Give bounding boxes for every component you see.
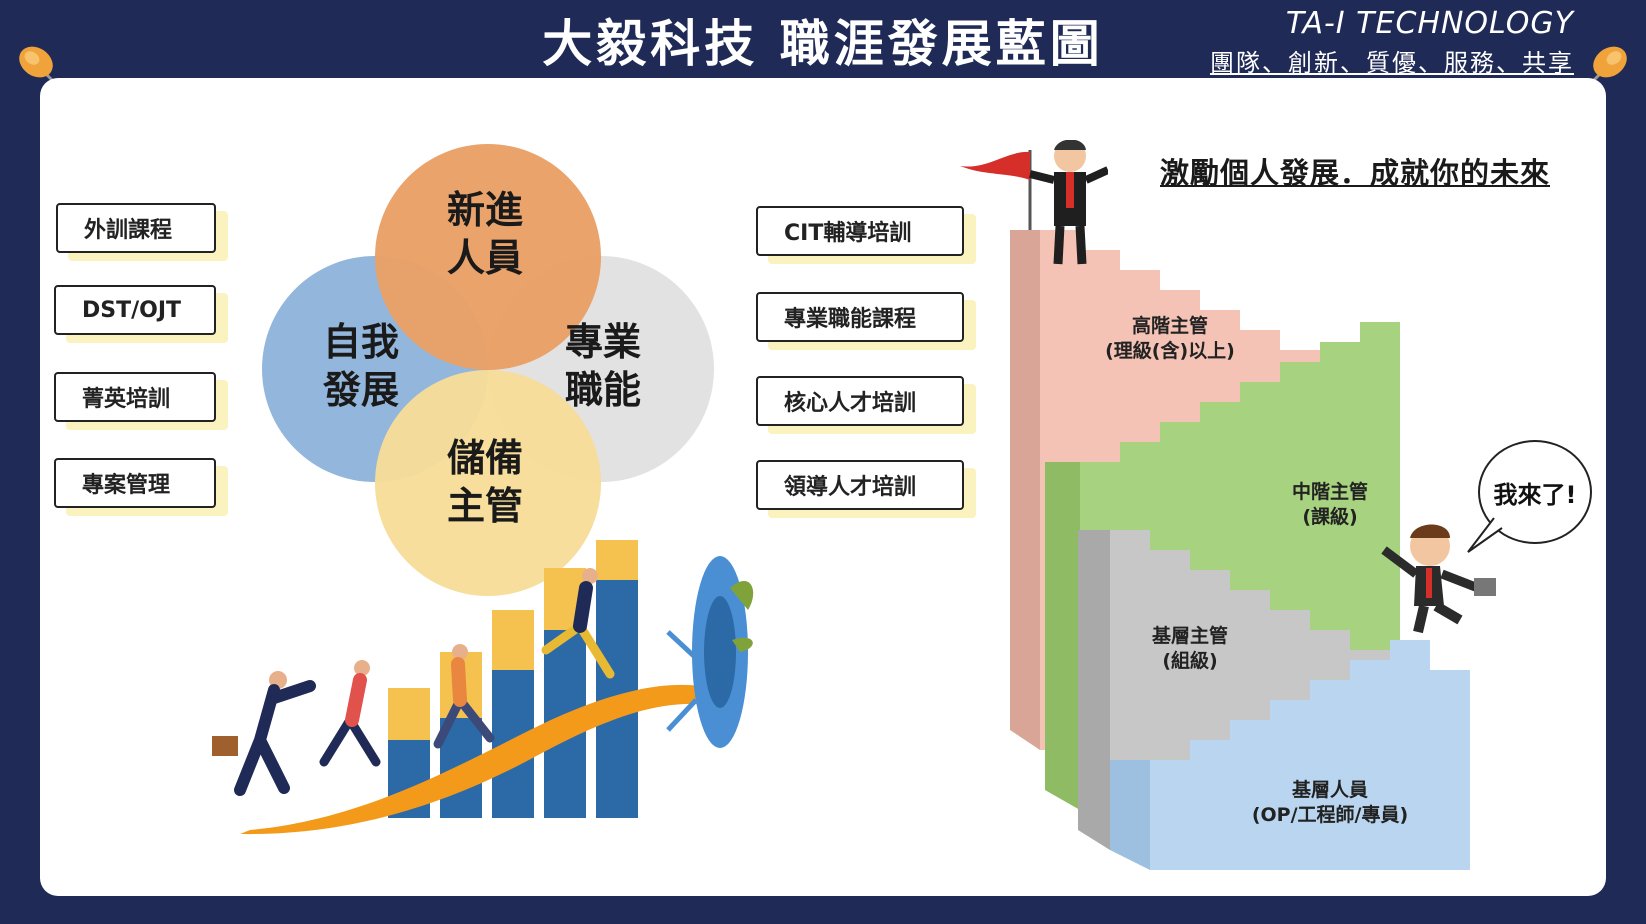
left-button-1[interactable]: DST/OJT <box>54 285 216 335</box>
right-button-1[interactable]: 專業職能課程 <box>756 292 964 342</box>
left-button-2[interactable]: 菁英培訓 <box>54 372 216 422</box>
arrow-icon <box>666 630 698 660</box>
brand-tagline: 團隊、創新、質優、服務、共享 <box>1210 49 1574 77</box>
stair-label-middle-manager: 中階主管 (課級) <box>1291 481 1368 528</box>
career-growth-illustration <box>212 540 754 835</box>
venn-label-right: 專業 職能 <box>564 320 641 412</box>
venn-circle-top <box>375 144 601 370</box>
left-button-0[interactable]: 外訓課程 <box>56 203 216 253</box>
brand: TA-I TECHNOLOGY 團隊、創新、質優、服務、共享 <box>1210 6 1574 78</box>
left-button-3[interactable]: 專案管理 <box>54 458 216 508</box>
runner-figures <box>212 568 615 796</box>
venn-label-top: 新進 人員 <box>446 188 523 280</box>
venn-label-bottom: 儲備 主管 <box>446 436 523 528</box>
flag-icon <box>960 140 1108 265</box>
brand-name: TA-I TECHNOLOGY <box>1285 6 1574 41</box>
target-icon <box>692 556 754 748</box>
slogan: 激勵個人發展．成就你的未來 <box>1160 156 1551 190</box>
page-title: 大毅科技 職涯發展藍圖 <box>542 15 1104 73</box>
climber-figure <box>1381 524 1496 634</box>
stair-label-staff: 基層人員 (OP/工程師/專員) <box>1251 779 1409 826</box>
stair-label-senior-manager: 高階主管 (理級(含)以上) <box>1105 315 1235 362</box>
venn-circle-bottom <box>375 370 601 596</box>
stair-label-junior-manager: 基層主管 (組級) <box>1151 625 1228 672</box>
venn-label-left: 自我 發展 <box>322 320 399 412</box>
career-staircase <box>1010 230 1470 870</box>
speech-bubble-tail <box>1467 517 1503 553</box>
right-button-0[interactable]: CIT輔導培訓 <box>756 206 964 256</box>
growth-bars <box>388 540 638 818</box>
arrow-icon <box>666 698 698 732</box>
right-button-3[interactable]: 領導人才培訓 <box>756 460 964 510</box>
right-button-2[interactable]: 核心人才培訓 <box>756 376 964 426</box>
